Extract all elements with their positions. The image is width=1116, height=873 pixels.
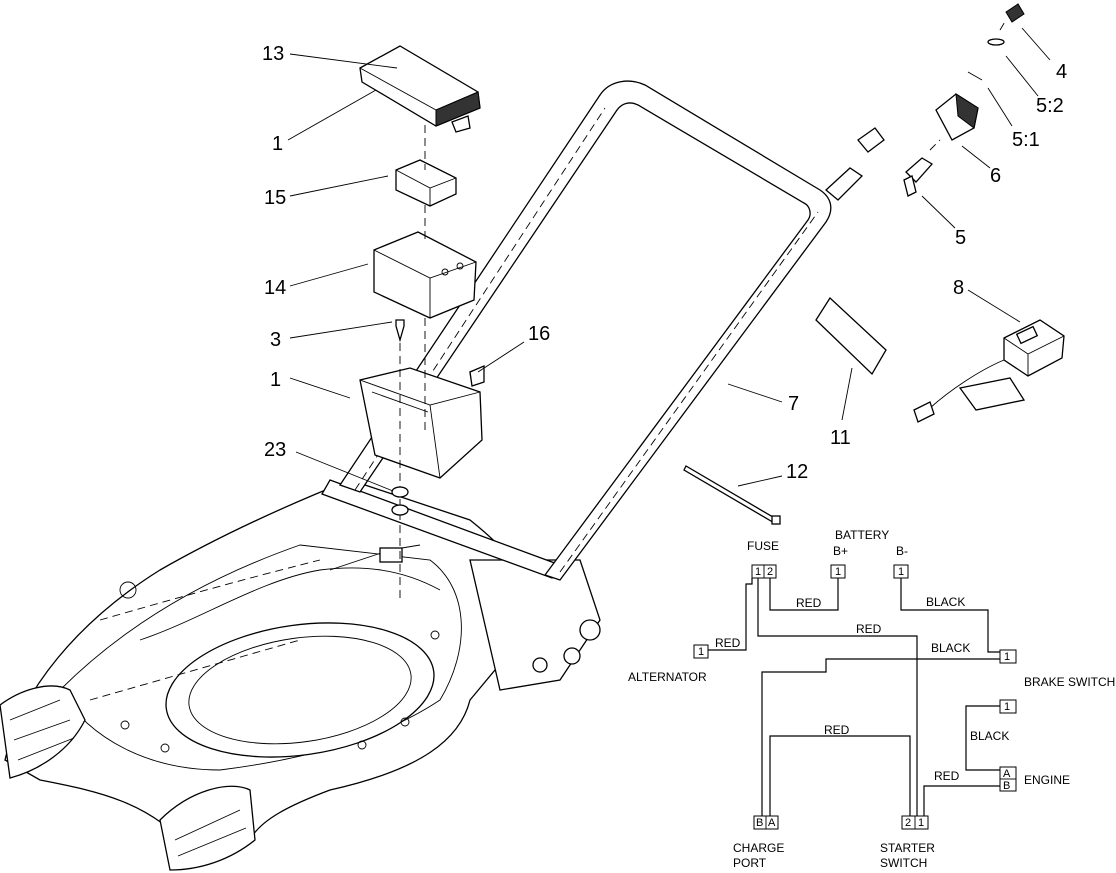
label-b-minus: B-: [896, 544, 908, 558]
callout-14: 14: [264, 277, 286, 299]
svg-text:1: 1: [1004, 701, 1010, 713]
wire-label-red-fuse-starter: RED: [856, 622, 882, 636]
svg-text:2: 2: [905, 817, 911, 829]
label-alternator: ALTERNATOR: [628, 670, 707, 684]
wire-label-red-fuse-battery: RED: [796, 596, 822, 610]
svg-text:1: 1: [898, 566, 904, 578]
callout-3: 3: [270, 329, 281, 351]
callout-6: 6: [990, 165, 1001, 187]
svg-text:1: 1: [835, 566, 841, 578]
wire-label-black-battery-brake: BLACK: [926, 595, 965, 609]
wire-label-black-engine: BLACK: [970, 729, 1009, 743]
svg-text:2: 2: [767, 566, 773, 578]
wire-label-red-starter-engine: RED: [934, 769, 960, 783]
callout-8: 8: [953, 277, 964, 299]
label-fuse: FUSE: [747, 539, 779, 553]
screw: [395, 319, 405, 343]
label-charge-port-1: CHARGE: [733, 841, 784, 855]
svg-text:A: A: [1003, 768, 1011, 780]
wire-label-black-brake-charge: BLACK: [931, 641, 970, 655]
callout-23: 23: [264, 439, 286, 461]
label-charge-port-2: PORT: [733, 856, 767, 870]
callout-15: 15: [264, 187, 286, 209]
cable-tie: [683, 465, 781, 525]
foam-pad: [395, 159, 457, 207]
label-brake-switch: BRAKE SWITCH: [1024, 675, 1115, 689]
label-starter-switch-1: STARTER: [880, 841, 935, 855]
callout-5-2: 5:2: [1036, 95, 1064, 117]
callout-7: 7: [788, 393, 799, 415]
callout-1-cover: 1: [272, 133, 283, 155]
callout-4: 4: [1056, 61, 1067, 83]
svg-text:1: 1: [755, 566, 761, 578]
svg-text:B: B: [1003, 780, 1010, 792]
wire-label-red-charge-starter: RED: [824, 723, 850, 737]
handle: [338, 80, 885, 581]
label-starter-switch-2: SWITCH: [880, 856, 927, 870]
washers: [391, 486, 409, 516]
clip: [469, 365, 485, 387]
svg-text:1: 1: [918, 817, 924, 829]
callout-1-box: 1: [270, 369, 281, 391]
callout-16: 16: [528, 323, 550, 345]
label-b-plus: B+: [833, 544, 848, 558]
battery-box: [359, 367, 483, 479]
svg-text:1: 1: [698, 646, 704, 658]
callouts: 13 1 15 14 3 16 1 23 4 5:2 5:1 6 5 8 7 1…: [262, 43, 1067, 483]
callout-12: 12: [786, 461, 808, 483]
battery-cover: [359, 45, 481, 133]
wiring-schematic: 1 2 1 1 1 1 1 A B B A 2 1 FUSE BATTERY B…: [628, 528, 1115, 870]
battery-positive-connector: [830, 564, 846, 579]
svg-text:B: B: [756, 817, 763, 829]
battery-negative-connector: [893, 564, 909, 579]
svg-text:1: 1: [1004, 651, 1010, 663]
battery: [373, 231, 477, 319]
svg-text:A: A: [768, 817, 776, 829]
wire-label-red-alternator: RED: [715, 636, 741, 650]
callout-5: 5: [955, 227, 966, 249]
callout-5-1: 5:1: [1012, 129, 1040, 151]
alternator-connector: [693, 644, 709, 659]
key-switch-assembly: [903, 3, 1025, 197]
charger: [913, 319, 1065, 423]
leader-lines: [287, 27, 1051, 492]
label-battery: BATTERY: [835, 528, 889, 542]
label-engine: ENGINE: [1024, 773, 1070, 787]
brake-switch-connector: [999, 649, 1017, 664]
callout-11: 11: [830, 427, 851, 449]
callout-13: 13: [262, 43, 284, 65]
decal: [815, 296, 887, 376]
engine-connector-1: [999, 699, 1017, 714]
mower-deck: [0, 479, 601, 871]
